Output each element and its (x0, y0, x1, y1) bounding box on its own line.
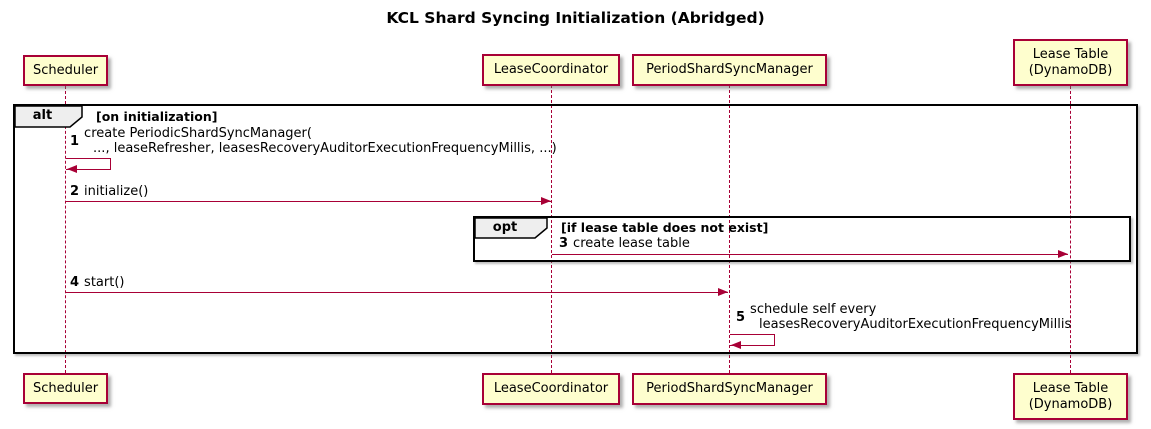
message-5-text-line1: schedule self every (750, 302, 877, 317)
participant-lease-coordinator-top-label: LeaseCoordinator (493, 62, 609, 77)
message-3-text: create lease table (573, 236, 690, 251)
message-5-text-line2: leasesRecoveryAuditorExecutionFrequencyM… (759, 317, 1072, 332)
participant-lease-table-top-label-line1: Lease Table (1032, 46, 1109, 62)
participant-lease-coordinator-bottom-label: LeaseCoordinator (493, 381, 609, 396)
message-5-self-arrow (730, 334, 775, 346)
message-2-label: 2 initialize() (70, 184, 148, 199)
message-1-arrowhead-icon (67, 165, 77, 173)
lifeline-lease-table (1070, 86, 1071, 373)
message-2-number: 2 (70, 184, 80, 199)
message-2-text: initialize() (84, 184, 149, 199)
message-4-arrow-line (66, 292, 728, 293)
participant-period-shard-sync-manager-top-label: PeriodShardSyncManager (646, 62, 813, 77)
message-1-self-arrow (66, 158, 111, 170)
participant-period-shard-sync-manager-top: PeriodShardSyncManager (632, 54, 827, 86)
opt-operator-label: opt (492, 220, 518, 235)
participant-lease-coordinator-bottom: LeaseCoordinator (482, 373, 620, 405)
participant-scheduler-bottom: Scheduler (23, 373, 108, 404)
alt-condition-label: [on initialization] (96, 109, 218, 124)
message-1-label: 1 create PeriodicShardSyncManager( ..., … (70, 126, 557, 156)
opt-condition-label: [if lease table does not exist] (561, 220, 769, 235)
participant-period-shard-sync-manager-bottom-label: PeriodShardSyncManager (646, 381, 813, 396)
message-4-number: 4 (70, 275, 80, 290)
message-5-arrowhead-icon (731, 341, 741, 349)
participant-scheduler-top: Scheduler (23, 55, 108, 86)
participant-period-shard-sync-manager-bottom: PeriodShardSyncManager (632, 373, 827, 405)
alt-operator-pentagon-icon (15, 106, 83, 128)
message-2-arrow-line (66, 201, 551, 202)
message-4-label: 4 start() (70, 275, 124, 290)
alt-operator-label: alt (32, 108, 53, 123)
message-3-label: 3 create lease table (559, 236, 690, 251)
lifeline-scheduler (65, 86, 66, 373)
participant-lease-table-bottom-label-line2: (DynamoDB) (1028, 396, 1113, 412)
participant-lease-table-top: Lease Table (DynamoDB) (1013, 39, 1128, 86)
message-5-label: 5 schedule self every leasesRecoveryAudi… (736, 302, 1071, 332)
lifeline-period-shard-sync-manager (729, 85, 730, 373)
participant-scheduler-top-label: Scheduler (32, 62, 99, 78)
alt-frame: alt [on initialization] (13, 104, 1138, 354)
message-1-text-line2: ..., leaseRefresher, leasesRecoveryAudit… (93, 141, 557, 156)
message-4-text: start() (84, 275, 125, 290)
message-5-number: 5 (736, 309, 746, 325)
opt-frame: opt [if lease table does not exist] (473, 216, 1131, 262)
lifeline-lease-coordinator (551, 85, 552, 373)
participant-lease-table-bottom-label-line1: Lease Table (1032, 380, 1109, 396)
message-4-arrowhead-icon (718, 288, 728, 296)
message-1-text-line1: create PeriodicShardSyncManager( (84, 126, 312, 141)
opt-operator-pentagon-icon (475, 218, 548, 239)
message-3-arrowhead-icon (1058, 250, 1068, 258)
message-1-number: 1 (70, 133, 80, 149)
participant-lease-table-bottom: Lease Table (DynamoDB) (1013, 373, 1128, 420)
message-3-number: 3 (559, 236, 569, 251)
participant-lease-coordinator-top: LeaseCoordinator (482, 54, 620, 86)
participant-scheduler-bottom-label: Scheduler (32, 380, 99, 396)
diagram-title: KCL Shard Syncing Initialization (Abridg… (386, 9, 765, 27)
participant-lease-table-top-label-line2: (DynamoDB) (1028, 62, 1113, 78)
message-3-arrow-line (552, 254, 1068, 255)
message-2-arrowhead-icon (541, 197, 551, 205)
